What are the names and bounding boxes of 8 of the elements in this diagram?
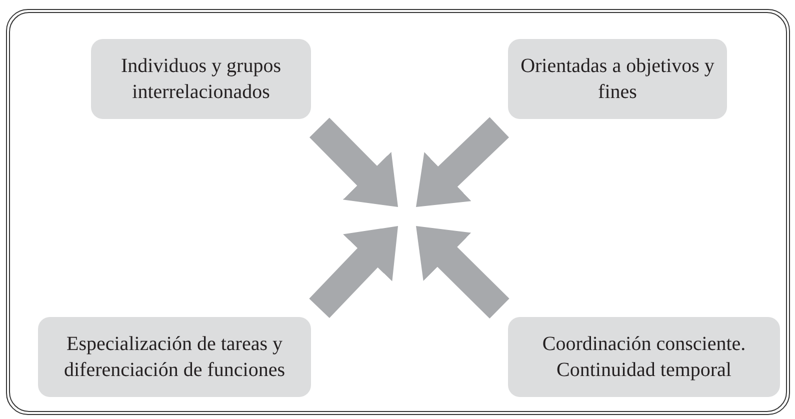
rounded-box (38, 317, 311, 397)
box-text: Especialización de tareas y diferenciación de funciones (62, 332, 286, 383)
rounded-box (91, 39, 311, 119)
box-text: Orientadas a objetivos y fines (520, 54, 716, 105)
box-text: Coordinación consciente. Continuidad temporal (541, 332, 747, 383)
rounded-box (508, 317, 780, 397)
box-text: Individuos y grupos interrelacionados (120, 54, 282, 105)
rounded-box (508, 39, 727, 119)
